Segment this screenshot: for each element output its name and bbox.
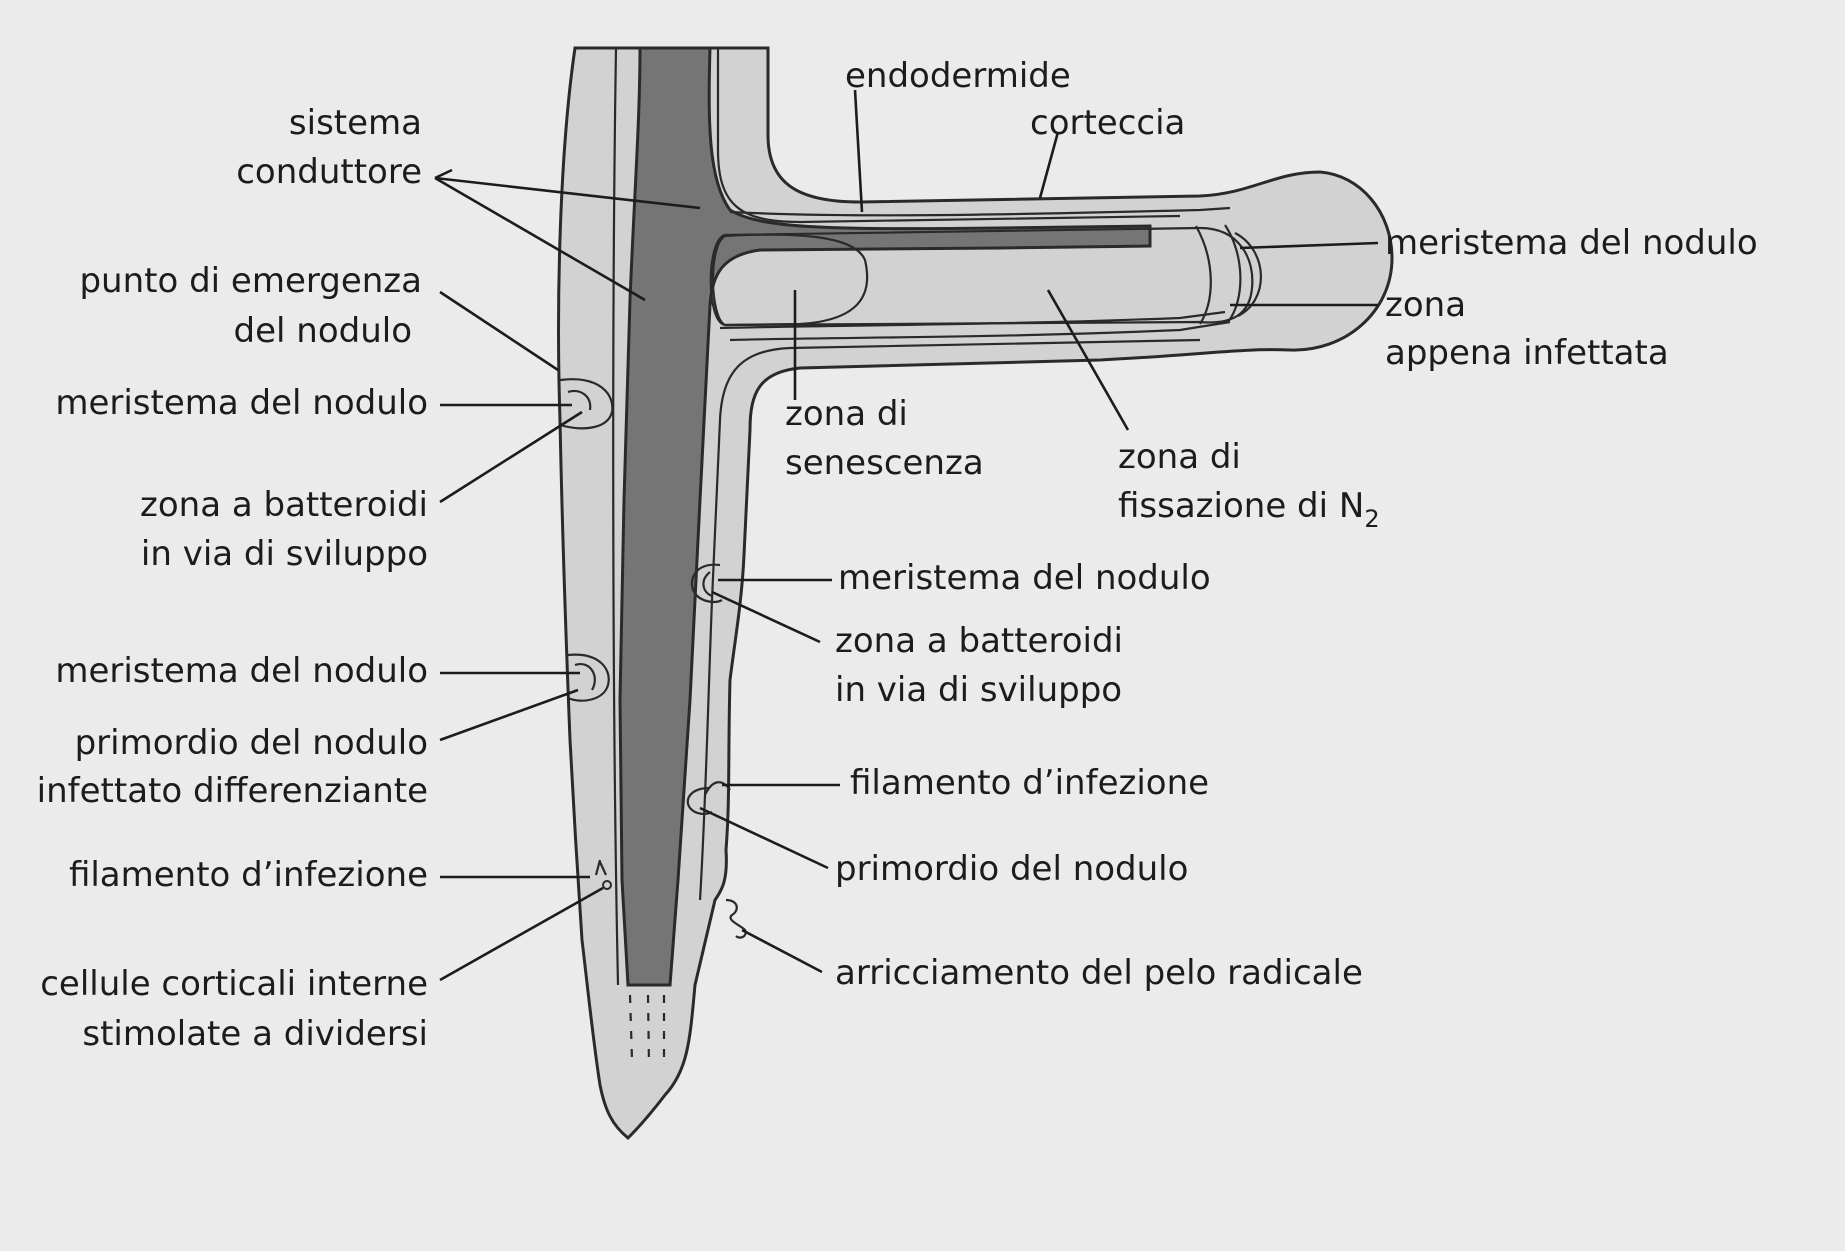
label-meristema-left-lower: meristema del nodulo bbox=[55, 651, 428, 691]
label-filamento-left: filamento d’infezione bbox=[69, 855, 428, 895]
label-arricciamento: arricciamento del pelo radicale bbox=[835, 953, 1363, 993]
label-primordio-right: primordio del nodulo bbox=[835, 849, 1188, 889]
label-meristema-mid-right: meristema del nodulo bbox=[838, 558, 1211, 598]
label-cellule-corticali-2: stimolate a dividersi bbox=[82, 1014, 428, 1054]
label-punto-emergenza-1: punto di emergenza bbox=[79, 261, 422, 301]
label-sistema-conduttore-1: sistema bbox=[289, 103, 422, 143]
label-punto-emergenza-2: del nodulo bbox=[234, 311, 412, 351]
label-corteccia: corteccia bbox=[1030, 103, 1185, 143]
label-zona-batteroidi-left-1: zona a batteroidi bbox=[140, 485, 428, 525]
label-zona-appena-1: zona bbox=[1385, 285, 1466, 325]
label-zona-appena-2: appena infettata bbox=[1385, 333, 1669, 373]
label-zona-fissazione-main: fissazione di N bbox=[1118, 486, 1364, 526]
label-zona-fissazione-2: fissazione di N2 bbox=[1118, 486, 1380, 533]
label-primordio-infettato-2: infettato differenziante bbox=[37, 771, 428, 811]
label-endodermide: endodermide bbox=[845, 56, 1071, 96]
label-zona-batteroidi-right-2: in via di sviluppo bbox=[835, 670, 1122, 710]
label-zona-senescenza-2: senescenza bbox=[785, 443, 984, 483]
label-filamento-right: filamento d’infezione bbox=[850, 763, 1209, 803]
label-zona-senescenza-1: zona di bbox=[785, 394, 908, 434]
label-primordio-infettato-1: primordio del nodulo bbox=[75, 723, 428, 763]
label-cellule-corticali-1: cellule corticali interne bbox=[40, 964, 428, 1004]
label-meristema-top-right: meristema del nodulo bbox=[1385, 223, 1758, 263]
label-meristema-left-upper: meristema del nodulo bbox=[55, 383, 428, 423]
label-sistema-conduttore-2: conduttore bbox=[236, 152, 422, 192]
label-zona-batteroidi-right-1: zona a batteroidi bbox=[835, 621, 1123, 661]
label-zona-fissazione-1: zona di bbox=[1118, 437, 1241, 477]
label-zona-fissazione-subscript: 2 bbox=[1364, 505, 1379, 533]
label-zona-batteroidi-left-2: in via di sviluppo bbox=[141, 534, 428, 574]
